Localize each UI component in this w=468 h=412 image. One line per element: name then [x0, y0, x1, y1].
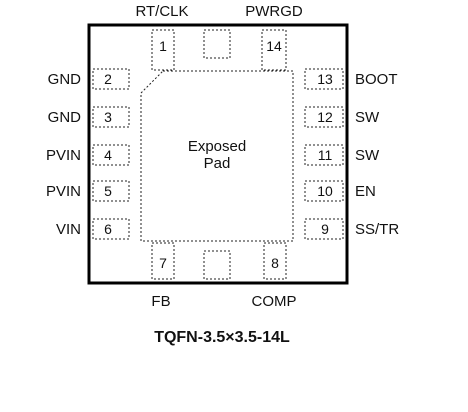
- package-caption: TQFN-3.5×3.5-14L: [154, 329, 290, 346]
- exposed-pad: [140, 70, 294, 242]
- pin-13-number: 13: [317, 71, 333, 87]
- label-en-10: EN: [355, 183, 376, 200]
- pin-14-number: 14: [266, 38, 282, 54]
- label-sw-12: SW: [355, 109, 380, 126]
- pin-6-pad: [92, 218, 130, 240]
- label-ss-tr-9: SS/TR: [355, 221, 399, 238]
- label-vin-6: VIN: [56, 221, 81, 238]
- pin-9-pad: [304, 218, 344, 240]
- top-nc-pad: [203, 29, 231, 59]
- pin-3-number: 3: [104, 109, 112, 125]
- exposed-pad-label-2: Pad: [204, 155, 231, 172]
- pin-3-pad: [92, 106, 130, 128]
- pin-14-pad: [261, 29, 287, 71]
- label-fb: FB: [151, 293, 170, 310]
- pin-11-pad: [304, 144, 344, 166]
- pin-4-pad: [92, 144, 130, 166]
- pin-10-number: 10: [317, 183, 333, 199]
- pin-5-pad: [92, 180, 130, 202]
- label-sw-11: SW: [355, 147, 380, 164]
- pin-9-number: 9: [321, 221, 329, 237]
- label-pwrgd: PWRGD: [245, 3, 303, 20]
- package-body: [87, 23, 349, 285]
- label-pvin-5: PVIN: [46, 183, 81, 200]
- pin-12-pad: [304, 106, 344, 128]
- pin-5-number: 5: [104, 183, 112, 199]
- pin-8-number: 8: [271, 255, 279, 271]
- label-rt-clk: RT/CLK: [135, 3, 188, 20]
- pin-4-number: 4: [104, 147, 112, 163]
- pin-2-pad: [92, 68, 130, 90]
- pin-7-pad: [151, 242, 175, 280]
- pin-1-number: 1: [159, 38, 167, 54]
- pin-12-number: 12: [317, 109, 333, 125]
- pin-8-pad: [263, 242, 287, 280]
- label-comp: COMP: [252, 293, 297, 310]
- pin-11-number: 11: [318, 147, 333, 163]
- pin-10-pad: [304, 180, 344, 202]
- pin-6-number: 6: [104, 221, 112, 237]
- pin-7-number: 7: [159, 255, 167, 271]
- label-gnd-2: GND: [48, 71, 82, 88]
- pin-1-pad: [151, 29, 175, 71]
- pin-13-pad: [304, 68, 344, 90]
- bottom-nc-pad: [203, 250, 231, 280]
- pin-2-number: 2: [104, 71, 112, 87]
- exposed-pad-label-1: Exposed: [188, 138, 246, 155]
- label-boot-13: BOOT: [355, 71, 398, 88]
- label-gnd-3: GND: [48, 109, 82, 126]
- label-pvin-4: PVIN: [46, 147, 81, 164]
